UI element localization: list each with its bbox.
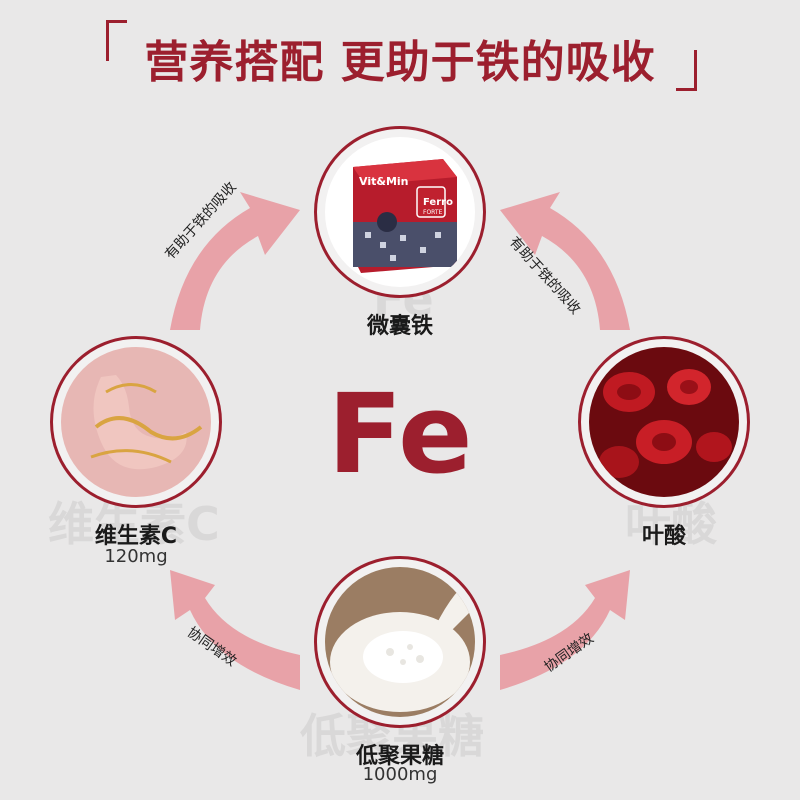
powder-spoon-image [325,567,475,717]
arrow-top-right-icon [500,192,630,330]
stomach-icon [90,375,203,470]
node-vitamin-c-circle [50,336,222,508]
node-label-micro-iron: 微囊铁 [366,314,433,339]
stomach-image [61,347,211,497]
product-name: Ferro [423,197,453,208]
product-box-image: Vit&Min Ferro FORTE [325,137,475,287]
product-box-icon [353,159,457,273]
page-title: 营养搭配 更助于铁的吸收 [144,37,656,88]
product-sub: FORTE [423,209,443,216]
arrow-top-left-icon [170,192,300,330]
node-fos-circle [314,556,486,728]
node-dose-vitamin-c: 120mg [104,546,168,567]
title-bracket-left [106,20,127,61]
product-brand: Vit&Min [359,175,409,188]
arrow-bottom-right-icon [500,570,630,690]
blood-cells-image [589,347,739,497]
node-dose-fos: 1000mg [362,764,438,785]
node-folate-circle [578,336,750,508]
center-fe: Fe [327,370,473,498]
title-bracket-right [676,50,697,91]
blood-cells-icon [599,369,732,478]
node-label-fos: 低聚果糖 [355,744,444,769]
node-label-folate: 叶酸 [641,524,686,549]
powder-spoon-icon [330,577,475,712]
node-micro-iron-circle: Vit&Min Ferro FORTE [314,126,486,298]
arrow-bottom-left-icon [170,570,300,690]
node-label-vitamin-c: 维生素C [94,524,178,549]
